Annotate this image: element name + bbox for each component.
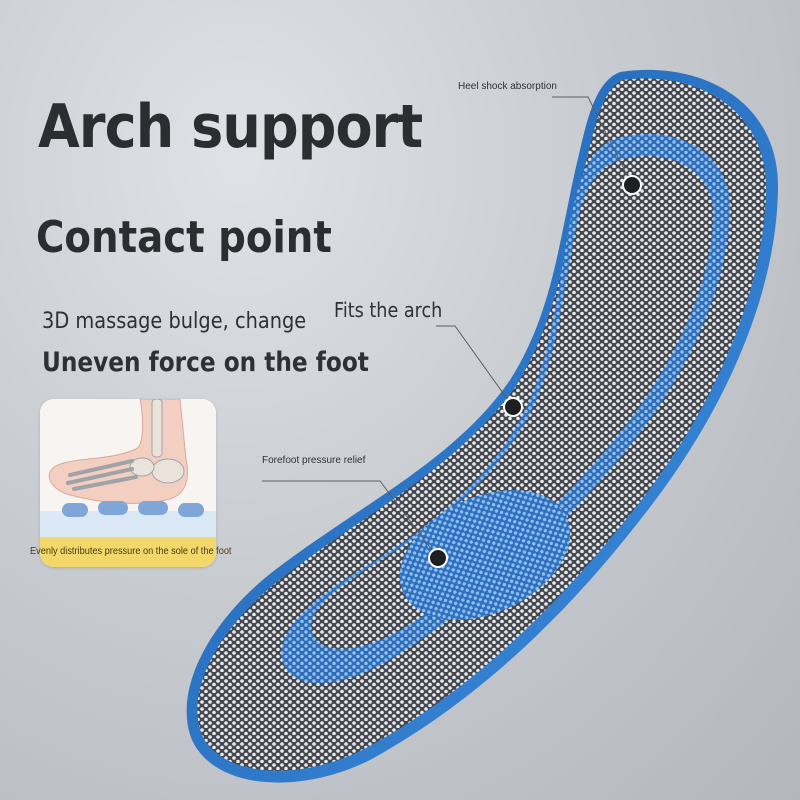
insole-center	[311, 156, 714, 649]
forefoot-bulge	[399, 490, 571, 620]
headline-subtitle: Contact point	[36, 212, 332, 263]
forefoot-dot	[428, 548, 448, 568]
forefoot-callout-label: Forefoot pressure relief	[262, 455, 366, 466]
heel-callout-label: Heel shock absorption	[458, 81, 557, 92]
inset-foot-diagram	[40, 399, 216, 567]
arch-callout-label: Fits the arch	[334, 298, 443, 322]
heel-leader-line	[552, 96, 633, 186]
description-line-2: Uneven force on the foot	[42, 347, 369, 378]
foot-skeleton-illustration	[40, 399, 216, 567]
description-line-1: 3D massage bulge, change	[42, 309, 307, 334]
inset-caption: Evenly distributes pressure on the sole …	[30, 546, 232, 557]
headline-title: Arch support	[38, 92, 423, 162]
arch-dot	[503, 397, 523, 417]
forefoot-leader-line	[262, 480, 439, 559]
heel-dot	[622, 175, 642, 195]
arch-leader-line	[436, 325, 514, 408]
